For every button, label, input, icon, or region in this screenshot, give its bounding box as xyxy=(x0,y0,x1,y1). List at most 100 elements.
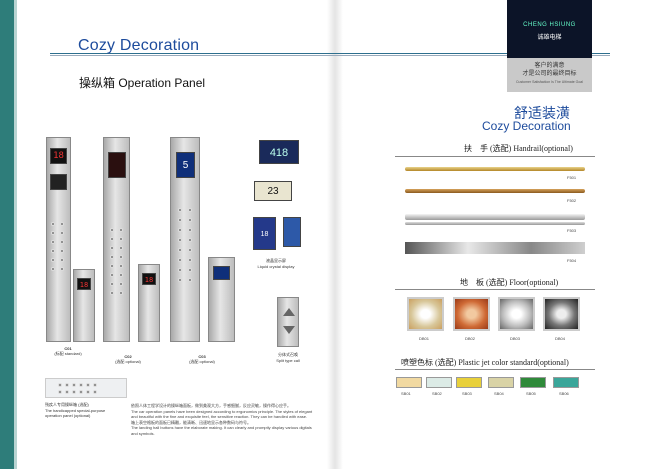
slogan-cn-2: 才是公司的最终目标 xyxy=(522,71,577,77)
center-fold xyxy=(327,0,343,469)
lcd-display-2: 23 xyxy=(254,181,292,201)
swatch-sb06 xyxy=(553,377,579,388)
right-title-en: Cozy Decoration xyxy=(482,119,571,133)
panel-c02-code: C02 xyxy=(124,354,132,359)
panel-c01-image: 18 xyxy=(46,137,71,342)
right-title-cn: 舒适装潢 xyxy=(514,105,570,121)
header-rule xyxy=(50,53,610,54)
floor-heading: 地 板 (选配) Floor(optional) xyxy=(460,278,559,287)
arrow-up-icon xyxy=(283,308,295,316)
panel-c03-side-image xyxy=(208,257,235,342)
lcd-caption-en: Liquid crystal display xyxy=(257,264,295,269)
swatch-sb05-code: SB05 xyxy=(526,391,536,396)
panel-c03-buttons-right xyxy=(188,208,192,282)
handrail-f502-code: F502 xyxy=(567,198,577,203)
lcd-caption: 液晶显示屏 Liquid crystal display xyxy=(252,258,300,269)
panel-c01-code: C01 xyxy=(64,346,72,351)
panel-c02-image xyxy=(103,137,130,342)
swatch-sb06-code: SB06 xyxy=(559,391,569,396)
panel-c01-caption: C01 (标配 standard) xyxy=(52,346,84,357)
handrail-f501 xyxy=(405,167,585,171)
desc-cn-1: 依照人体工程学设计的操纵箱面板，做到美观大方，手感细腻，反应灵敏，操作得心应手。 xyxy=(131,403,291,408)
floor-db01-code: DB01 xyxy=(419,336,430,341)
panel-c01-display: 18 xyxy=(50,148,67,164)
left-page-title: Cozy Decoration xyxy=(78,37,200,54)
swatch-sb02 xyxy=(426,377,452,388)
swatch-sb01 xyxy=(396,377,422,388)
handrail-f503-code: F503 xyxy=(567,228,577,233)
panel-c01-keypad xyxy=(50,174,67,190)
panel-c01-side-display: 18 xyxy=(77,278,91,290)
swatch-sb02-code: SB02 xyxy=(432,391,442,396)
desc-en-1: The car operation panels have been desig… xyxy=(131,408,313,420)
lcd-display-4 xyxy=(283,217,301,247)
panel-c03-buttons xyxy=(178,208,182,282)
split-caption-en: Split type call xyxy=(276,358,300,363)
panel-c01-buttons xyxy=(51,222,55,271)
panel-c02-buttons xyxy=(110,228,114,295)
panel-c03-display: 5 xyxy=(176,152,195,178)
panel-c01-buttons-right xyxy=(60,222,64,271)
panel-description: 依照人体工程学设计的操纵箱面板，做到美观大方，手感细腻，反应灵敏，操作得心应手。… xyxy=(131,403,316,436)
panel-c02-note: (选配 optional) xyxy=(115,359,141,364)
lcd-caption-cn: 液晶显示屏 xyxy=(266,258,286,263)
plastic-color-heading: 喷塑色标 (选配) Plastic jet color standard(opt… xyxy=(401,358,569,367)
handicap-caption-cn: 残疾人专用操纵箱 (选配) xyxy=(45,402,89,407)
slogan-en: Customer Satisfaction Is The Ultimate Go… xyxy=(515,80,584,84)
desc-en-2: The landing hall buttons have the elabor… xyxy=(131,425,312,436)
left-spine-stripe xyxy=(14,0,17,469)
swatch-sb03 xyxy=(456,377,482,388)
panel-c02-display xyxy=(108,152,126,178)
panel-c03-side-display xyxy=(213,266,230,280)
handrail-f504-code: F504 xyxy=(567,258,577,263)
handicap-caption: 残疾人专用操纵箱 (选配) The handicapped special-pu… xyxy=(45,402,127,418)
lcd-display-1: 418 xyxy=(259,140,299,164)
handrail-f503-lower xyxy=(405,222,585,225)
floor-db02 xyxy=(453,297,490,331)
swatch-sb01-code: SB01 xyxy=(401,391,411,396)
panel-c03-caption: C03 (选配 optional) xyxy=(182,354,222,365)
operation-panel-heading: 操纵箱 Operation Panel xyxy=(79,76,206,90)
handrail-rule xyxy=(395,156,595,157)
lcd-display-3: 18 xyxy=(253,217,276,250)
split-caption-cn: 分体式召唤 xyxy=(278,352,298,357)
slogan-cn-1: 客户的满意 xyxy=(534,63,565,69)
handrail-f504 xyxy=(405,242,585,254)
panel-c03-note: (选配 optional) xyxy=(189,359,215,364)
panel-c01-note: (标配 standard) xyxy=(54,351,82,356)
arrow-down-icon xyxy=(283,326,295,334)
header-rule-thin xyxy=(50,55,610,56)
swatch-sb04 xyxy=(488,377,514,388)
floor-db03-code: DB03 xyxy=(510,336,521,341)
floor-db04 xyxy=(543,297,580,331)
floor-db03 xyxy=(498,297,535,331)
handrail-f503 xyxy=(405,214,585,220)
floor-db04-code: DB04 xyxy=(555,336,566,341)
left-spine-bar xyxy=(0,0,14,469)
panel-c02-caption: C02 (选配 optional) xyxy=(112,354,144,365)
handicap-caption-en-1: The handicapped special-purpose xyxy=(45,408,106,413)
split-call-image xyxy=(277,297,299,347)
floor-db01 xyxy=(407,297,444,331)
brand-slogan-box: 客户的满意 才是公司的最终目标 Customer Satisfaction Is… xyxy=(507,58,592,92)
handicap-panel-image xyxy=(45,378,127,398)
panel-c01-side-image: 18 xyxy=(73,269,95,342)
desc-cn-2: 箱上表空格板的面板已精雕，能清晰、迅速地显示各种数码与符号。 xyxy=(131,419,251,425)
brand-name-en: CHENG HSIUNG xyxy=(523,22,576,28)
swatch-sb04-code: SB04 xyxy=(494,391,504,396)
handrail-f501-code: F501 xyxy=(567,175,577,180)
handicap-caption-en-2: operation panel (optional) xyxy=(45,413,91,418)
plastic-color-rule xyxy=(395,369,595,370)
handrail-f502 xyxy=(405,189,585,193)
swatch-sb03-code: SB03 xyxy=(462,391,472,396)
swatch-sb05 xyxy=(520,377,546,388)
floor-db02-code: DB02 xyxy=(465,336,476,341)
panel-c02-side-image: 18 xyxy=(138,264,160,342)
brand-name-cn: 诚雄电梯 xyxy=(537,35,562,41)
floor-rule xyxy=(395,289,595,290)
panel-c03-image: 5 xyxy=(170,137,200,342)
panel-c02-side-display: 18 xyxy=(142,273,156,285)
handrail-heading: 扶 手 (选配) Handrail(optional) xyxy=(464,144,573,153)
panel-c03-code: C03 xyxy=(198,354,206,359)
